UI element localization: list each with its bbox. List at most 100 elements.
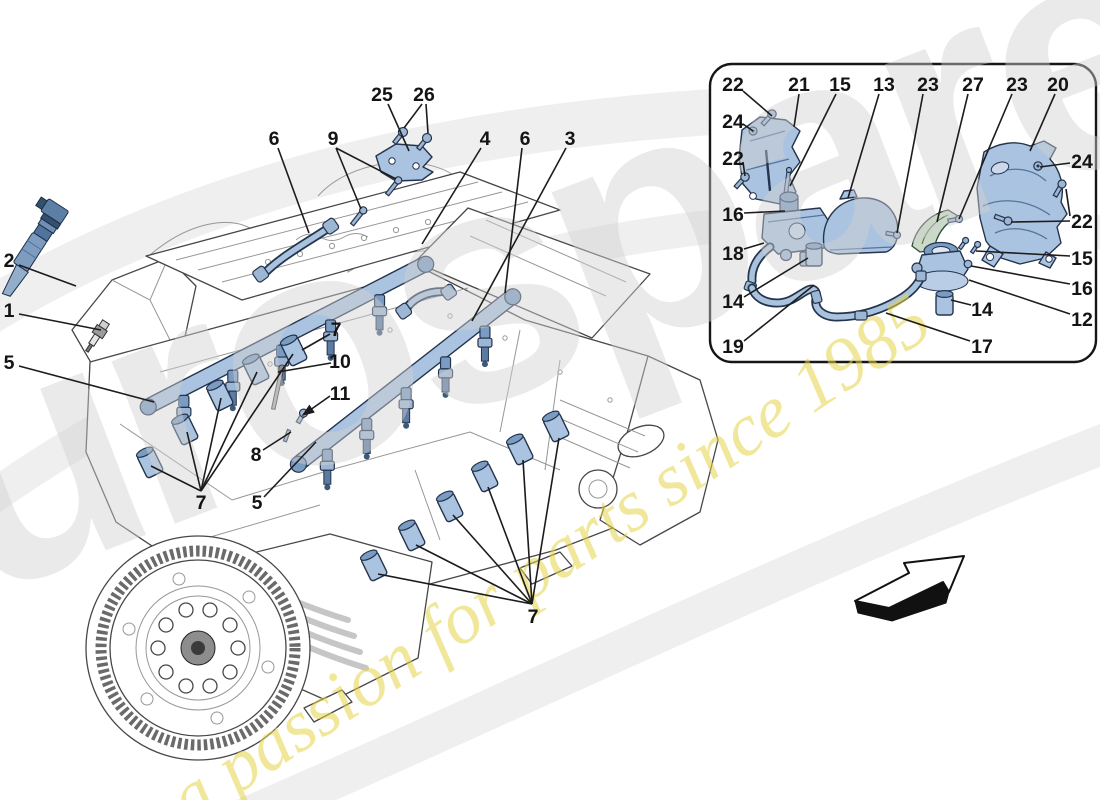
callout-11: 11 [330, 383, 351, 405]
callout-27: 27 [962, 74, 984, 96]
callout-8: 8 [251, 444, 262, 466]
secondary-pump [911, 236, 982, 292]
callout-22: 22 [722, 74, 744, 96]
callout-14: 14 [722, 291, 744, 313]
flywheel [85, 535, 311, 761]
leader-line [789, 93, 837, 187]
callout-23: 23 [917, 74, 939, 96]
stud [384, 176, 403, 197]
callout-4: 4 [480, 128, 491, 150]
leader-line [277, 362, 332, 373]
leader-line [936, 93, 969, 223]
leader-line [896, 93, 924, 234]
leader-line [1039, 162, 1071, 168]
callout-2: 2 [4, 250, 15, 272]
leader-line [200, 397, 222, 492]
callout-19: 19 [722, 336, 744, 358]
callout-16: 16 [722, 204, 744, 226]
protection-caps [135, 334, 570, 582]
callout-3: 3 [565, 128, 576, 150]
callout-21: 21 [788, 74, 810, 96]
callout-9: 9 [328, 128, 339, 150]
callout-5: 5 [252, 492, 263, 514]
leader-line [487, 486, 533, 605]
callout-13: 13 [873, 74, 895, 96]
bolt [733, 172, 750, 190]
callout-7: 7 [528, 606, 539, 628]
bushing [805, 242, 823, 267]
leader-line [950, 299, 972, 306]
leader-line [415, 544, 533, 605]
leader-line [200, 371, 258, 492]
callout-24: 24 [722, 111, 744, 133]
injector [371, 294, 388, 336]
bolt [760, 109, 777, 127]
leader-line [1065, 188, 1071, 217]
leader-line [793, 93, 800, 128]
bolt [1052, 179, 1067, 198]
callout-17: 17 [971, 336, 993, 358]
leader-line [958, 93, 1013, 220]
leader-line [742, 123, 754, 132]
leader-line [1029, 93, 1056, 152]
callout-15: 15 [1071, 248, 1093, 270]
leader-line [18, 264, 77, 287]
fuel-pipe [252, 217, 458, 320]
leader-line [885, 312, 971, 342]
inset-detail-box [708, 62, 1098, 364]
bolt [391, 126, 409, 146]
callout-7: 7 [196, 492, 207, 514]
leader-line [301, 395, 331, 416]
engine-illustration [1, 126, 719, 761]
bracket [375, 143, 434, 182]
cam-cover-right [414, 207, 651, 339]
starter-motor [578, 469, 618, 509]
injector [359, 417, 375, 460]
leader-line [970, 265, 1071, 285]
leader-line [18, 365, 155, 403]
callout-6: 6 [520, 128, 531, 150]
leader-line [452, 514, 533, 605]
injector [323, 319, 339, 361]
callout-12: 12 [1071, 309, 1093, 331]
leader-line [425, 103, 429, 134]
leader-line [377, 573, 533, 605]
leader-line [186, 431, 202, 492]
callout-23: 23 [1006, 74, 1028, 96]
callout-24: 24 [1071, 151, 1093, 173]
leader-line [743, 210, 786, 214]
callout-16: 16 [1071, 278, 1093, 300]
callout-20: 20 [1047, 74, 1069, 96]
bolt [415, 132, 433, 152]
bolt [885, 230, 902, 240]
callout-26: 26 [413, 84, 435, 106]
injector [437, 356, 454, 398]
injector [398, 387, 414, 429]
callout-18: 18 [722, 243, 744, 265]
leader-line [743, 257, 809, 298]
leader-line [968, 279, 1071, 315]
fuel-rail-right [289, 288, 522, 491]
stud [349, 206, 368, 227]
injector [319, 448, 335, 491]
callout-22: 22 [1071, 211, 1093, 233]
callout-6: 6 [269, 128, 280, 150]
leader-line [421, 147, 482, 245]
leader-line [335, 147, 362, 210]
leader-line [263, 441, 317, 498]
leader-line [975, 250, 1071, 257]
leader-line [18, 313, 102, 331]
leader-line [742, 161, 746, 177]
leader-line [531, 437, 560, 605]
leader-line [504, 147, 523, 294]
leader-line [847, 93, 880, 199]
direction-arrow-icon [854, 555, 965, 622]
leader-line [301, 333, 331, 351]
callout-5: 5 [4, 352, 15, 374]
leader-line [743, 284, 815, 342]
leader-line [262, 431, 292, 451]
leader-line [471, 147, 567, 322]
